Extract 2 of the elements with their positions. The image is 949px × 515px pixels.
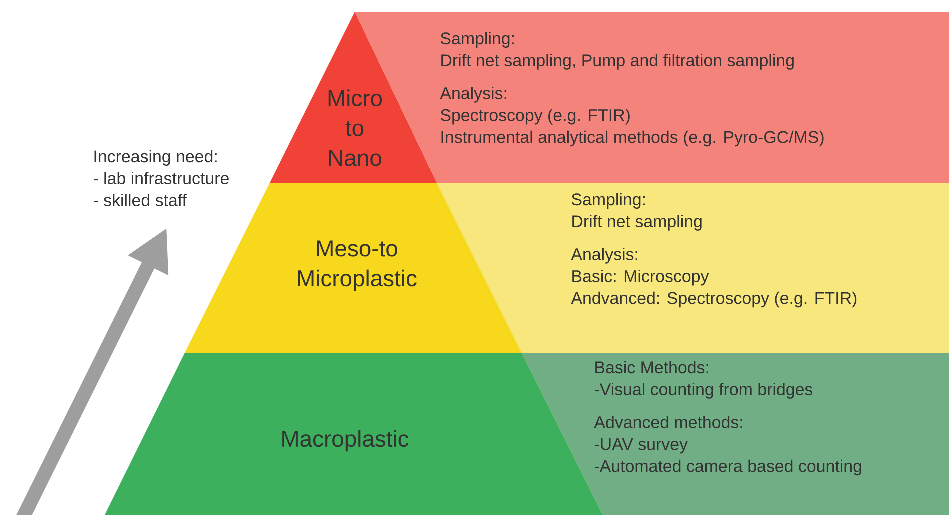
method-band: Sampling: Drift net sampling Analysis: Basic: Microscopy Andvanced: Spectroscopy (e.g. FTIR) xyxy=(437,183,949,353)
pyramid-tier: Micro to Nano xyxy=(270,12,437,183)
